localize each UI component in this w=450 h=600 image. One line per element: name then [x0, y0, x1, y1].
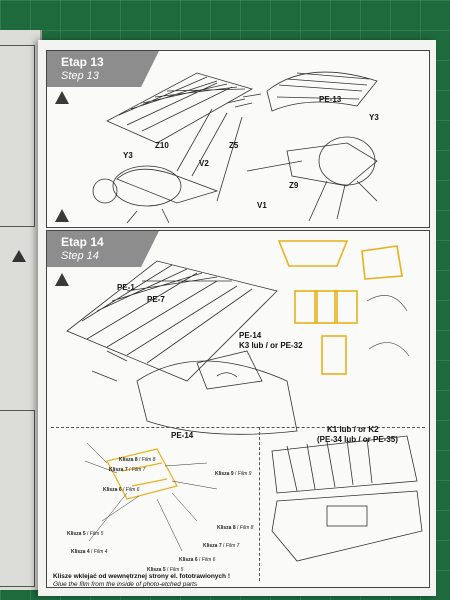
biplane-assembly-drawing: [92, 71, 378, 224]
step-14-panel: Etap 14 Step 14: [46, 230, 430, 588]
section-divider-horizontal: [51, 427, 425, 428]
film-label: Klisza 9 / Film 9: [215, 471, 252, 477]
callout-y3: Y3: [369, 113, 379, 122]
film-label-pl: Klisza 4: [71, 549, 90, 555]
film-label: Klisza 4 / Film 4: [71, 549, 108, 555]
film-label: Klisza 6 / Film 6: [103, 487, 140, 493]
callout-pe-14-lower: PE-14: [171, 431, 194, 440]
callout-pe-7: PE-7: [147, 295, 165, 304]
warning-icon: [55, 273, 69, 286]
film-label-pl: Klisza 6: [179, 557, 198, 563]
warning-icon: [55, 209, 69, 222]
callout-z5: Z5: [229, 141, 239, 150]
film-label-pl: Klisza 6: [103, 487, 122, 493]
film-label: Klisza 5 / Film 5: [67, 531, 104, 537]
callout-pe-13: PE-13: [319, 95, 342, 104]
film-label: Klisza 5 / Film 5: [147, 567, 184, 573]
note-polish: Klisze wklejać od wewnętrznej strony el.…: [53, 573, 230, 580]
callout-k1-or-k2: K1 lub / or K2: [327, 425, 379, 434]
film-label: Klisza 8 / Film 8: [217, 525, 254, 531]
film-label-en: Film 8: [239, 525, 254, 531]
step-13-panel: Etap 13 Step 13: [46, 50, 430, 228]
film-label-pl: Klisza 5: [67, 531, 86, 537]
step-14-subtitle: Step 14: [61, 250, 99, 262]
callout-pe-34-or-pe-35: (PE-34 lub / or PE-35): [317, 435, 398, 444]
step-13-title: Etap 13: [61, 55, 104, 69]
film-label-pl: Klisza 7: [203, 543, 222, 549]
instruction-page: Etap 13 Step 13: [38, 40, 436, 596]
callout-z10: Z10: [155, 141, 169, 150]
film-label-en: Film 7: [131, 467, 146, 473]
callout-v2: V2: [199, 159, 209, 168]
callout-pe-14: PE-14: [239, 331, 262, 340]
film-label: Klisza 8 / Film 8: [119, 457, 156, 463]
film-label-en: Film 8: [141, 457, 156, 463]
film-label-pl: Klisza 7: [109, 467, 128, 473]
step-13-header: Etap 13 Step 13: [47, 51, 159, 87]
callout-v1: V1: [257, 201, 267, 210]
step-14-title: Etap 14: [61, 235, 104, 249]
section-divider: [259, 427, 260, 581]
warning-icon: [12, 250, 26, 262]
callout-y3-left: Y3: [123, 151, 133, 160]
step-14-header: Etap 14 Step 14: [47, 231, 159, 267]
film-label-en: Film 5: [89, 531, 104, 537]
film-label-pl: Klisza 8: [119, 457, 138, 463]
film-label-en: Film 9: [237, 471, 252, 477]
note-english: Glue the film from the inside of photo-e…: [53, 581, 198, 588]
warning-icon: [55, 91, 69, 104]
callout-z9: Z9: [289, 181, 299, 190]
left-facing-page: [0, 30, 42, 590]
film-label-pl: Klisza 9: [215, 471, 234, 477]
film-label-en: Film 7: [225, 543, 240, 549]
cockpit-assembly-drawing: [66, 240, 423, 562]
film-label-en: Film 6: [201, 557, 216, 563]
left-page-panel: [0, 410, 35, 587]
film-label-en: Film 6: [125, 487, 140, 493]
callout-k3-or-pe-32: K3 lub / or PE-32: [239, 341, 303, 350]
film-label: Klisza 6 / Film 6: [179, 557, 216, 563]
film-label: Klisza 7 / Film 7: [109, 467, 146, 473]
film-label: Klisza 7 / Film 7: [203, 543, 240, 549]
film-label-pl: Klisza 8: [217, 525, 236, 531]
left-page-panel: [0, 45, 35, 227]
step-13-subtitle: Step 13: [61, 70, 99, 82]
film-gluing-note-en: Glue the film from the inside of photo-e…: [53, 581, 197, 588]
film-label-en: Film 5: [169, 567, 184, 573]
film-label-en: Film 4: [93, 549, 108, 555]
callout-pe-1: PE-1: [117, 283, 135, 292]
film-label-pl: Klisza 5: [147, 567, 166, 573]
film-gluing-note: Klisze wklejać od wewnętrznej strony el.…: [53, 573, 230, 580]
